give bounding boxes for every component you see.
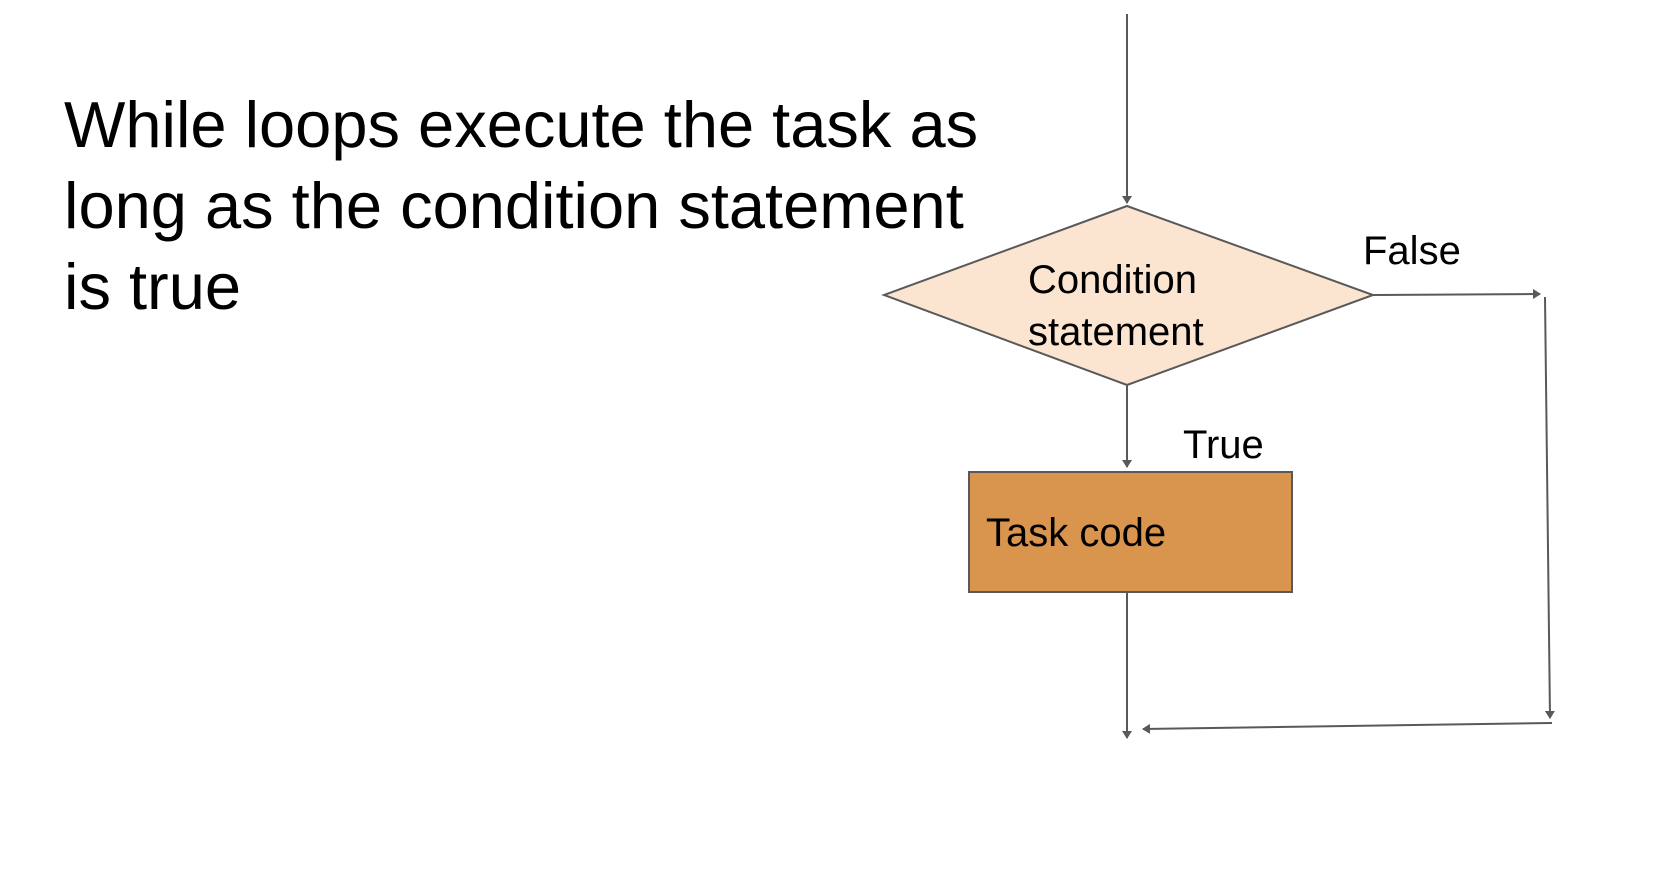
text-line-3: is true bbox=[64, 250, 242, 323]
text-line-2: long as the condition statement bbox=[64, 169, 964, 242]
decision-label-line-1: Condition bbox=[1028, 258, 1197, 302]
decision-label-line-2: statement bbox=[1028, 310, 1204, 354]
task-label: Task code bbox=[986, 511, 1166, 555]
text-line-1: While loops execute the task as bbox=[64, 88, 979, 161]
false-connector-right bbox=[1372, 289, 1541, 300]
false-label: False bbox=[1363, 229, 1461, 273]
merge-connector bbox=[1142, 722, 1553, 734]
false-connector-down bbox=[1544, 296, 1555, 719]
task-box bbox=[968, 471, 1293, 593]
true-label: True bbox=[1183, 423, 1264, 467]
slide-body-text: While loops execute the task as long as … bbox=[64, 84, 1064, 327]
